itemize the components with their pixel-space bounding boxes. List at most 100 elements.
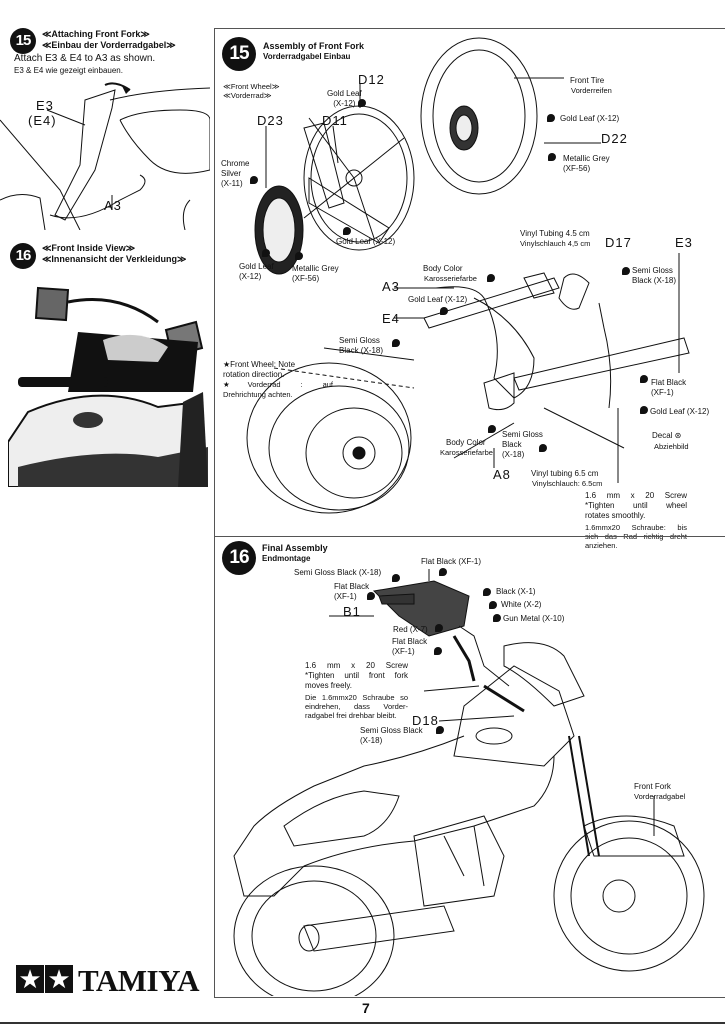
- step-title-de: Vorderradgabel Einbau: [263, 52, 351, 61]
- vinyl-tubing-45-en: Vinyl Tubing 4.5 cm: [520, 229, 590, 238]
- paint-drop-icon: [436, 726, 444, 734]
- step-number-badge: 16: [10, 243, 36, 269]
- paint-white-x2: White (X-2): [501, 600, 542, 609]
- decal-label-en: Decal ⊛: [652, 431, 682, 440]
- vinyl-tubing-45-de: Vinylschlauch 4,5 cm: [520, 239, 591, 248]
- paint-flat-black-left: Flat Black (XF-1): [334, 582, 370, 601]
- paint-body-color2-de: Karosseriefarbe: [440, 448, 493, 457]
- paint-gold-leaf-tire: Gold Leaf (X-12): [560, 114, 620, 123]
- paint-drop-icon: [439, 568, 447, 576]
- paint-semi-gloss-top: Semi Gloss Black (X-18): [294, 568, 382, 577]
- paint-drop-icon: [262, 249, 270, 257]
- front-tire-label-en: Front Tire: [570, 76, 605, 85]
- paint-gun-metal-x10: Gun Metal (X-10): [503, 614, 565, 623]
- front-wheel-heading-en: ≪Front Wheel≫: [223, 82, 280, 91]
- paint-drop-icon: [250, 176, 258, 184]
- page-bottom-rule: [0, 1022, 725, 1024]
- front-fork-label-de: Vorderradgabel: [634, 792, 686, 801]
- front-tire-label-de: Vorderreifen: [571, 86, 612, 95]
- step-title-en: Final Assembly: [262, 543, 328, 553]
- paint-drop-icon: [539, 444, 547, 452]
- paint-body-color-de: Karosseriefarbe: [424, 274, 477, 283]
- paint-drop-icon: [483, 588, 491, 596]
- paint-flat-black-top: Flat Black (XF-1): [421, 557, 482, 566]
- paint-metallic-grey-disc: Metallic Grey (XF-56): [292, 264, 339, 283]
- paint-metallic-grey-tire: Metallic Grey (XF-56): [563, 154, 610, 173]
- step-number-badge: 16: [222, 541, 256, 575]
- paint-drop-icon: [640, 375, 648, 383]
- part-label-a3: A3: [382, 279, 400, 294]
- paint-drop-icon: [435, 624, 443, 632]
- vinyl-tubing-65-en: Vinyl tubing 6.5 cm: [531, 469, 599, 478]
- paint-gold-leaf-e4: Gold Leaf (X-12): [408, 295, 468, 304]
- fork-attach-illustration: [0, 82, 210, 230]
- step-title-de: Endmontage: [262, 554, 311, 563]
- paint-drop-icon: [392, 339, 400, 347]
- instruction-en: Attach E3 & E4 to A3 as shown.: [14, 53, 156, 64]
- part-label-d22: D22: [601, 131, 628, 146]
- part-label-a8: A8: [493, 467, 511, 482]
- paint-drop-icon: [358, 99, 366, 107]
- page-number: 7: [362, 1000, 370, 1016]
- paint-drop-icon: [440, 307, 448, 315]
- paint-drop-icon: [434, 647, 442, 655]
- paint-drop-icon: [493, 614, 501, 622]
- final-motorcycle-illustration: [233, 569, 705, 996]
- paint-drop-icon: [622, 267, 630, 275]
- step-title-de: ≪Einbau der Vorderradgabel≫: [42, 40, 176, 50]
- step-title-en: ≪Attaching Front Fork≫: [42, 29, 150, 39]
- paint-flat-black-fork: Flat Black (XF-1): [651, 378, 687, 397]
- part-label-e4: E4: [382, 311, 400, 326]
- front-inside-view-photo: [8, 282, 208, 487]
- paint-drop-icon: [547, 114, 555, 122]
- paint-semi-gloss-e4: Semi Gloss Black (X-18): [339, 336, 384, 355]
- paint-drop-icon: [295, 252, 303, 260]
- screw-instruction-fork: 1.6 mm x 20 Screw *Tighten until front f…: [305, 661, 408, 720]
- paint-drop-icon: [548, 153, 556, 161]
- vinyl-tubing-65-de: Vinylschlauch: 6.5cm: [532, 479, 603, 488]
- paint-gold-leaf-fork: Gold Leaf (X-12): [650, 407, 710, 416]
- paint-gold-leaf-disc: Gold Leaf (X-12): [239, 262, 274, 281]
- tamiya-wordmark: TAMIYA: [78, 963, 200, 998]
- decal-label-de: Abziehbild: [654, 442, 689, 451]
- part-label-d18: D18: [412, 713, 439, 728]
- part-label-d17: D17: [605, 235, 632, 250]
- paint-black-x1: Black (X-1): [496, 587, 536, 596]
- part-label-d23: D23: [257, 113, 284, 128]
- part-label-e3: E3: [36, 98, 54, 113]
- paint-gold-leaf-hub: Gold Leaf (X-12): [336, 237, 396, 246]
- part-label-e3: E3: [675, 235, 693, 250]
- star-icon: ★: [16, 965, 44, 993]
- paint-drop-icon: [487, 274, 495, 282]
- paint-drop-icon: [489, 601, 497, 609]
- instruction-de: E3 & E4 wie gezeigt einbauen.: [14, 66, 123, 75]
- part-label-e4: (E4): [28, 113, 57, 128]
- step-number-badge: 15: [10, 28, 36, 54]
- paint-drop-icon: [392, 574, 400, 582]
- step-title-en: ≪Front Inside View≫: [42, 243, 136, 253]
- step-number-badge: 15: [222, 37, 256, 71]
- paint-semi-gloss-d18: Semi Gloss Black (X-18): [360, 726, 423, 745]
- paint-red-x7: Red (X-7): [393, 625, 428, 634]
- assembly-16-panel: [214, 536, 725, 998]
- paint-drop-icon: [367, 592, 375, 600]
- star-icon: ★: [45, 965, 73, 993]
- paint-semi-gloss-d17: Semi Gloss Black (X-18): [632, 266, 677, 285]
- paint-chrome-silver: Chrome Silver (X-11): [221, 159, 250, 188]
- part-label-d11: D11: [322, 113, 348, 128]
- front-wheel-rotation-note: ★Front Wheel: Note rotation direction. ★…: [223, 360, 333, 399]
- paint-gold-leaf-d12: Gold Leaf (X-12): [327, 89, 362, 108]
- step-title-de: ≪Innenansicht der Verkleidung≫: [42, 254, 187, 264]
- assembly-15-panel: [214, 28, 725, 537]
- paint-drop-icon: [488, 425, 496, 433]
- paint-drop-icon: [343, 227, 351, 235]
- part-label-d12: D12: [358, 72, 385, 87]
- step-title-en: Assembly of Front Fork: [263, 41, 365, 51]
- front-fork-label-en: Front Fork: [634, 782, 671, 791]
- part-label-b1: B1: [343, 604, 361, 619]
- paint-body-color2-en: Body Color: [446, 438, 486, 447]
- front-wheel-heading-de: ≪Vorderrad≫: [223, 91, 272, 100]
- paint-body-color-en: Body Color: [423, 264, 463, 273]
- paint-semi-gloss-a8: Semi Gloss Black (X-18): [502, 430, 543, 459]
- paint-drop-icon: [640, 406, 648, 414]
